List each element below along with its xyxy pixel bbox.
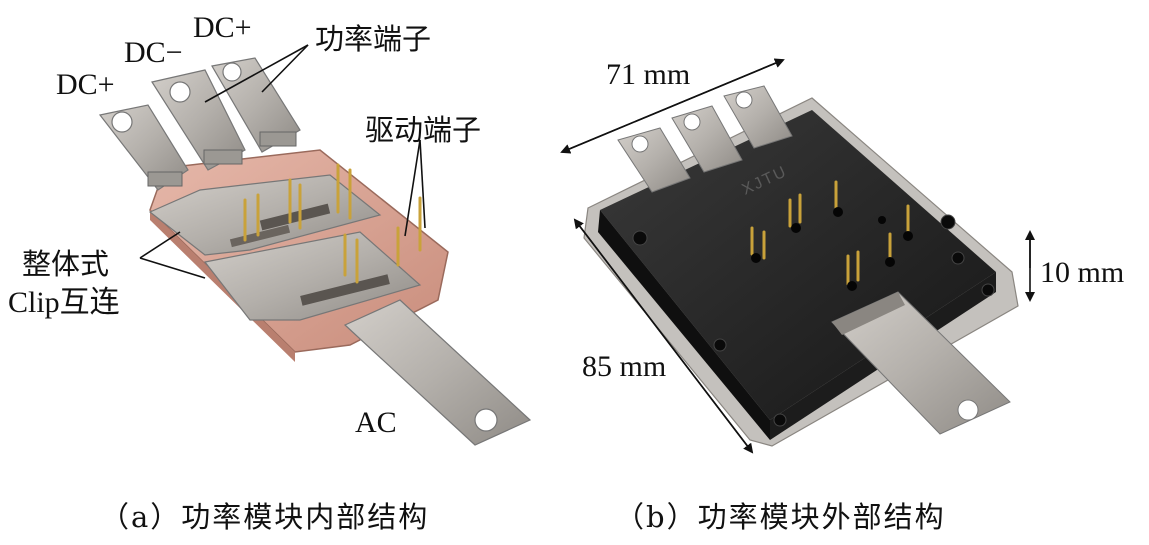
caption-panel-b: （b）功率模块外部结构 — [615, 500, 946, 534]
label-dc-minus: DC− — [124, 36, 183, 69]
caption-panel-a: （a）功率模块内部结构 — [100, 500, 430, 534]
chip-rows — [229, 203, 390, 306]
label-ac: AC — [355, 406, 397, 439]
label-dim-85: 85 mm — [582, 350, 667, 383]
label-dim-10: 10 mm — [1040, 256, 1125, 289]
ac-terminal — [343, 299, 532, 446]
label-drive-terminal: 驱动端子 — [365, 113, 482, 147]
label-clip-line2: Clip互连 — [8, 286, 120, 319]
clip-interconnect-upper — [148, 174, 382, 256]
dimension-arrows — [560, 58, 1035, 454]
pcb-edge — [150, 210, 295, 362]
drive-pins-b — [750, 180, 913, 291]
label-clip-line1: 整体式 — [22, 247, 110, 281]
dc-terminals-b — [617, 85, 793, 193]
housing-top — [600, 110, 996, 420]
drive-pins — [243, 163, 422, 284]
label-power-terminal: 功率端子 — [315, 22, 432, 56]
housing-side — [598, 210, 770, 440]
leader-lines-a — [139, 44, 426, 279]
dc-terminal-middle — [151, 69, 246, 171]
label-dc-plus-top: DC+ — [193, 11, 252, 44]
ac-terminal-b — [831, 291, 1011, 435]
label-dc-plus-left: DC+ — [56, 68, 115, 101]
clip-interconnect-lower — [203, 231, 422, 321]
mounting-holes — [632, 214, 995, 427]
panel-a-module-internal — [98, 44, 532, 446]
dc-terminal-left — [98, 104, 189, 191]
panel-b-module-external: XJTU — [560, 58, 1035, 454]
label-dim-71: 71 mm — [606, 58, 691, 91]
dc-terminal-right — [211, 57, 301, 153]
